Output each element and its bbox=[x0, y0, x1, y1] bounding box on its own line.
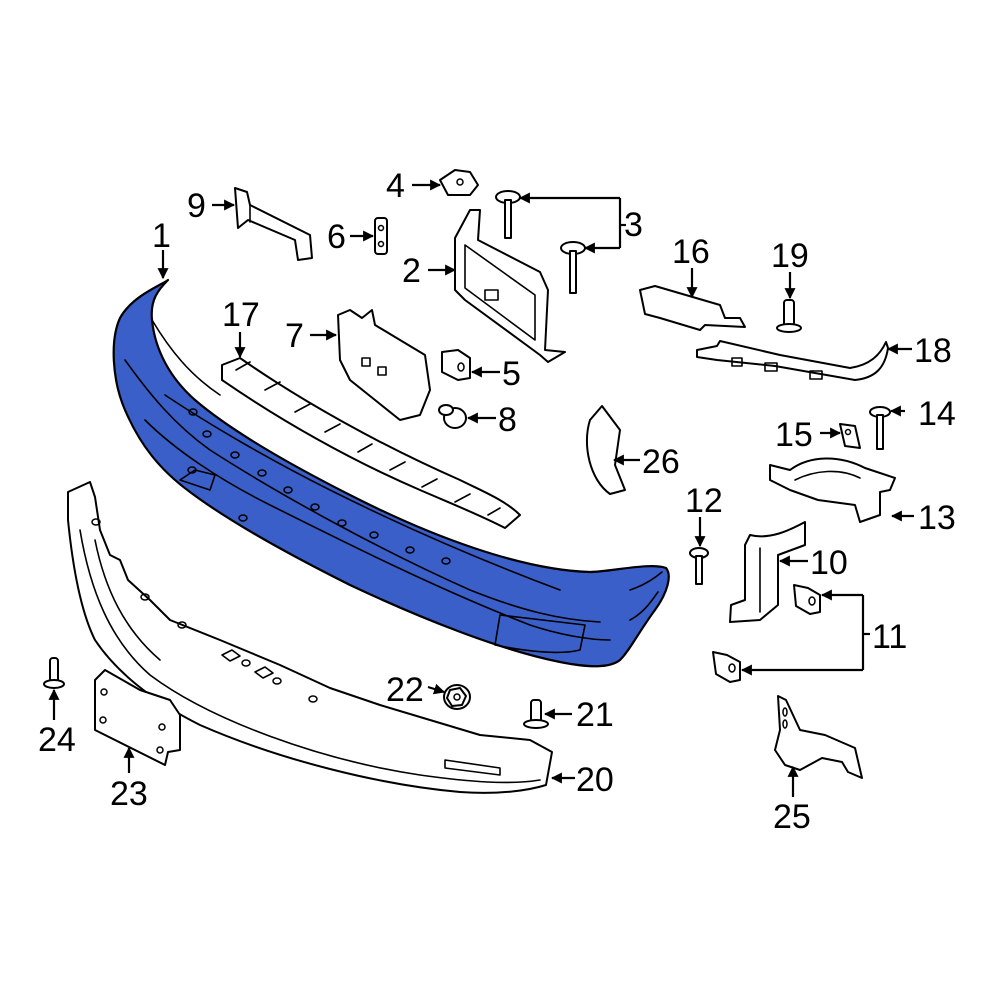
part-2-bracket[interactable] bbox=[454, 209, 566, 363]
callout-16[interactable]: 16 bbox=[672, 233, 710, 271]
callout-3[interactable]: 3 bbox=[624, 206, 643, 244]
part-6-plate[interactable] bbox=[374, 217, 388, 255]
part-14-bolt[interactable] bbox=[869, 406, 891, 450]
part-22-nut[interactable] bbox=[443, 684, 471, 710]
part-15-clip[interactable] bbox=[839, 423, 861, 449]
callout-12[interactable]: 12 bbox=[685, 482, 723, 520]
callout-20[interactable]: 20 bbox=[576, 761, 614, 799]
callout-5[interactable]: 5 bbox=[502, 355, 521, 393]
callout-4[interactable]: 4 bbox=[386, 167, 405, 205]
callout-1[interactable]: 1 bbox=[152, 217, 171, 255]
callout-15[interactable]: 15 bbox=[775, 416, 813, 454]
part-21-stud[interactable] bbox=[523, 699, 549, 729]
part-10-bracket[interactable] bbox=[729, 521, 806, 623]
callout-7[interactable]: 7 bbox=[285, 317, 304, 355]
callout-13[interactable]: 13 bbox=[918, 499, 956, 537]
part-7-support[interactable] bbox=[337, 309, 431, 421]
part-17-molding[interactable] bbox=[221, 357, 521, 529]
part-18-retainer[interactable] bbox=[696, 340, 889, 381]
valance-holes bbox=[91, 518, 318, 703]
part-12-bolt[interactable] bbox=[689, 547, 709, 585]
part-24-stud[interactable] bbox=[43, 657, 65, 689]
part-3-bolts[interactable] bbox=[495, 190, 586, 294]
callout-10[interactable]: 10 bbox=[810, 544, 848, 582]
part-20-valance[interactable] bbox=[67, 481, 553, 794]
callout-21[interactable]: 21 bbox=[576, 696, 614, 734]
part-1-bumper[interactable] bbox=[112, 278, 670, 668]
callout-25[interactable]: 25 bbox=[773, 798, 811, 836]
part-9-bracket[interactable] bbox=[234, 187, 313, 261]
part-19-stud[interactable] bbox=[776, 299, 802, 333]
part-13-bracket[interactable] bbox=[769, 457, 896, 523]
bumper-holes bbox=[187, 408, 451, 565]
part-4-clip[interactable] bbox=[439, 169, 479, 196]
part-16-filler[interactable] bbox=[639, 285, 746, 331]
callout-2[interactable]: 2 bbox=[402, 252, 421, 290]
callout-14[interactable]: 14 bbox=[918, 395, 956, 433]
callout-11[interactable]: 11 bbox=[872, 618, 907, 656]
callout-24[interactable]: 24 bbox=[38, 721, 76, 759]
callout-18[interactable]: 18 bbox=[914, 332, 952, 370]
callout-23[interactable]: 23 bbox=[110, 775, 148, 813]
callout-8[interactable]: 8 bbox=[498, 401, 517, 439]
leader-lines bbox=[48, 179, 914, 797]
callout-26[interactable]: 26 bbox=[642, 443, 680, 481]
callouts: 1 2 3 4 5 6 7 8 9 10 11 12 13 14 15 16 1… bbox=[38, 167, 956, 836]
callout-6[interactable]: 6 bbox=[327, 218, 346, 256]
callout-19[interactable]: 19 bbox=[771, 237, 809, 275]
part-26-trim[interactable] bbox=[586, 405, 626, 495]
part-8-pushpin[interactable] bbox=[438, 404, 467, 429]
part-25-bracket[interactable] bbox=[774, 695, 863, 779]
callout-17[interactable]: 17 bbox=[222, 296, 260, 334]
part-5-unut[interactable] bbox=[441, 349, 471, 381]
callout-22[interactable]: 22 bbox=[386, 671, 424, 709]
callout-9[interactable]: 9 bbox=[187, 187, 206, 225]
part-11-unuts[interactable] bbox=[712, 584, 821, 683]
